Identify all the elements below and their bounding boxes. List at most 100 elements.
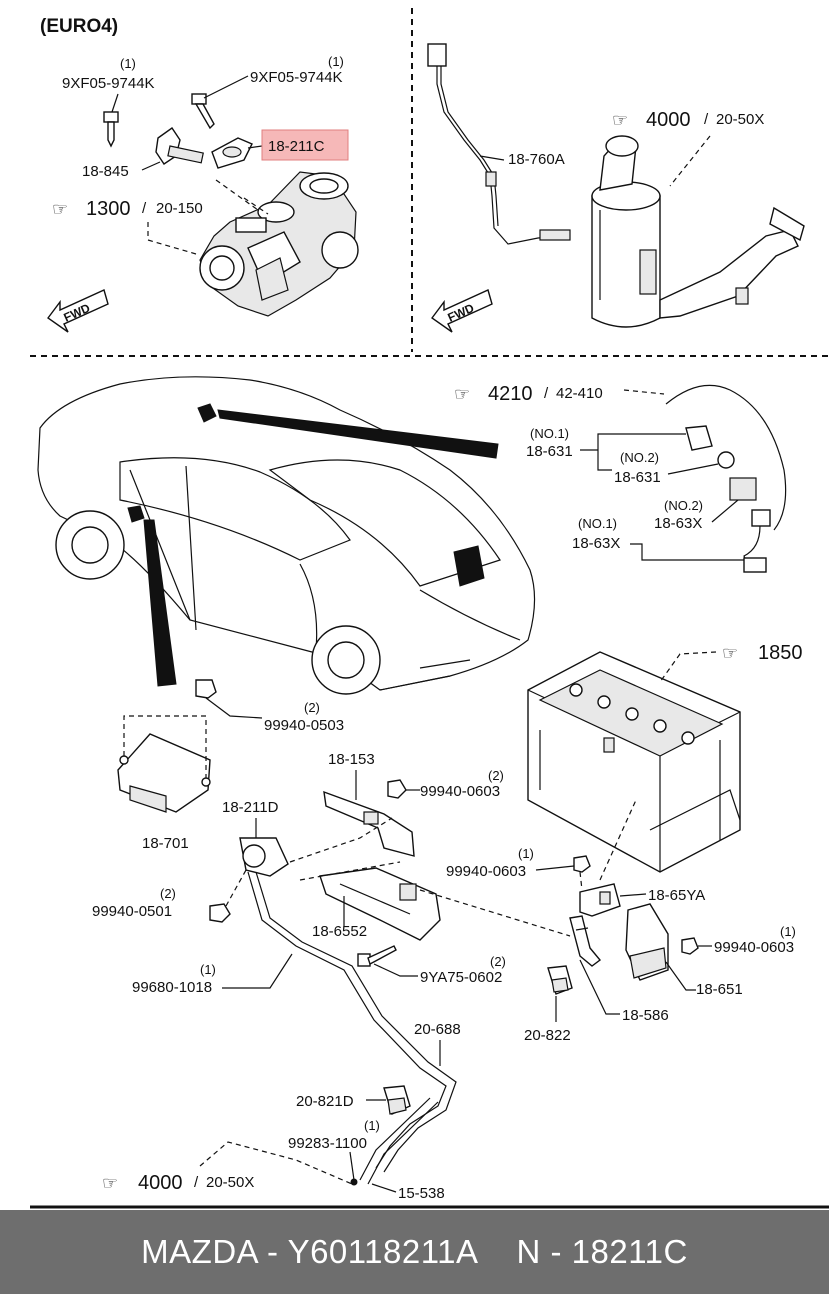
label-18-63x-no1: 18-63X	[572, 535, 620, 552]
bolt-9ya75-0602	[357, 945, 397, 967]
label-15-538: 15-538	[398, 1185, 445, 1202]
qty-9xf05-left: (1)	[120, 56, 136, 71]
ref-4000-top-number: 4000	[646, 109, 691, 131]
module-18-701	[117, 733, 211, 813]
label-no2-a: (NO.2)	[620, 450, 659, 465]
label-18-63x-no2: 18-63X	[654, 515, 702, 532]
ref-4210-slash: /	[544, 385, 549, 402]
fwd-arrow-icon-right: FWD	[431, 289, 493, 333]
label-99940-0603-a: 99940-0603	[420, 783, 500, 800]
pointing-hand-icon: ☞	[102, 1173, 118, 1193]
label-18-586: 18-586	[622, 1007, 669, 1024]
label-18-6552: 18-6552	[312, 923, 367, 940]
qty-99283-1100: (1)	[364, 1118, 380, 1133]
turbocharger-illustration	[199, 171, 359, 317]
bracket-18-586	[569, 915, 602, 967]
label-no1-a: (NO.1)	[530, 426, 569, 441]
label-99283-1100: 99283-1100	[288, 1135, 367, 1152]
reference-part-number: N - 18211C	[516, 1233, 688, 1270]
label-18-651: 18-651	[696, 981, 743, 998]
fwd-arrow-icon-left: FWD	[47, 289, 109, 333]
ref-1850-number: 1850	[758, 642, 803, 664]
battery	[527, 651, 741, 873]
label-20-822: 20-822	[524, 1027, 571, 1044]
qty-99680-1018: (1)	[200, 962, 216, 977]
qty-9ya75-0602: (2)	[490, 954, 506, 969]
label-20-821d: 20-821D	[296, 1093, 354, 1110]
qty-9xf05-right: (1)	[328, 54, 344, 69]
ref-4000-top-sub: 20-50X	[716, 111, 764, 128]
qty-99940-0603-c: (1)	[780, 924, 796, 939]
sensor-18-845	[155, 127, 204, 165]
qty-99940-0503: (2)	[304, 700, 320, 715]
nut-99940-0503	[195, 679, 217, 699]
label-18-631-no1: 18-631	[526, 443, 573, 460]
dpf-canister	[591, 135, 805, 328]
nut-99940-0501	[209, 903, 231, 923]
euro4-label: (EURO4)	[40, 16, 118, 37]
nut-99940-0603-b	[573, 855, 591, 873]
gasket-18-211c	[211, 137, 253, 169]
ref-1300-number: 1300	[86, 198, 131, 220]
brand-part-number: MAZDA - Y60118211A	[141, 1233, 479, 1270]
clamp-99283-1100	[350, 1178, 358, 1186]
nut-99940-0603-c	[681, 937, 699, 955]
relay-18-651	[625, 903, 669, 981]
label-99940-0603-b: 99940-0603	[446, 863, 526, 880]
sensor-18-211d	[239, 837, 289, 877]
qty-99940-0603-a: (2)	[488, 768, 504, 783]
label-18-760a: 18-760A	[508, 151, 565, 168]
clip-20-822	[547, 965, 573, 995]
nut-99940-0603-a	[387, 779, 407, 799]
label-9xf05-9744k-right: 9XF05-9744K	[250, 69, 343, 86]
bolt-9xf05-right	[191, 93, 215, 130]
part-number-banner: MAZDA - Y60118211A N - 18211C	[0, 1210, 829, 1294]
ref-1850: ☞ 1850	[722, 642, 803, 664]
parts-diagram: (EURO4) (1) 9XF05-9744K (1) 9XF05-9744K …	[30, 8, 829, 1209]
car-outline	[37, 376, 536, 695]
label-18-701: 18-701	[142, 835, 189, 852]
label-18-211c: 18-211C	[268, 138, 325, 155]
label-99940-0503: 99940-0503	[264, 717, 344, 734]
ref-4000-top-slash: /	[704, 111, 709, 128]
ref-4000-bottom-sub: 20-50X	[206, 1174, 254, 1191]
ref-4000-bottom: ☞ 4000 / 20-50X	[102, 1172, 254, 1194]
label-9ya75-0602: 9YA75-0602	[420, 969, 502, 986]
qty-99940-0501: (2)	[160, 886, 176, 901]
ref-4000-bottom-number: 4000	[138, 1172, 183, 1194]
pointing-hand-icon: ☞	[612, 110, 628, 130]
pipe-99680-1018	[247, 871, 457, 1185]
bolt-9xf05-left	[103, 111, 119, 148]
ref-1300-sub: 20-150	[156, 200, 203, 217]
ref-4000-bottom-slash: /	[194, 1174, 199, 1191]
label-18-153: 18-153	[328, 751, 375, 768]
pointing-hand-icon: ☞	[722, 643, 738, 663]
highlight-target-part	[261, 129, 349, 161]
label-18-631-no2: 18-631	[614, 469, 661, 486]
ref-4210-number: 4210	[488, 383, 533, 405]
label-18-65ya: 18-65YA	[648, 887, 705, 904]
ref-1300-slash: /	[142, 200, 147, 217]
ref-4000-top: ☞ 4000 / 20-50X	[612, 109, 764, 131]
label-99680-1018: 99680-1018	[132, 979, 212, 996]
label-no2-b: (NO.2)	[664, 498, 703, 513]
fwd-label-right: FWD	[446, 301, 477, 325]
bracket-18-153	[323, 790, 415, 857]
label-18-211d: 18-211D	[222, 799, 279, 816]
sensor-group-18-631	[665, 384, 787, 573]
pointing-hand-icon: ☞	[454, 384, 470, 404]
sensor-18-760a	[427, 43, 571, 245]
ref-1300: ☞ 1300 / 20-150	[52, 198, 203, 220]
label-99940-0501: 99940-0501	[92, 903, 172, 920]
bracket-18-6552	[319, 867, 441, 941]
bracket-18-65ya	[579, 883, 621, 917]
label-20-688: 20-688	[414, 1021, 461, 1038]
label-18-845: 18-845	[82, 163, 129, 180]
label-no1-b: (NO.1)	[578, 516, 617, 531]
pointing-hand-icon: ☞	[52, 199, 68, 219]
clip-20-821d	[383, 1085, 411, 1115]
fwd-label-left: FWD	[62, 301, 93, 325]
label-99940-0603-c: 99940-0603	[714, 939, 794, 956]
qty-99940-0603-b: (1)	[518, 846, 534, 861]
label-9xf05-9744k-left: 9XF05-9744K	[62, 75, 155, 92]
